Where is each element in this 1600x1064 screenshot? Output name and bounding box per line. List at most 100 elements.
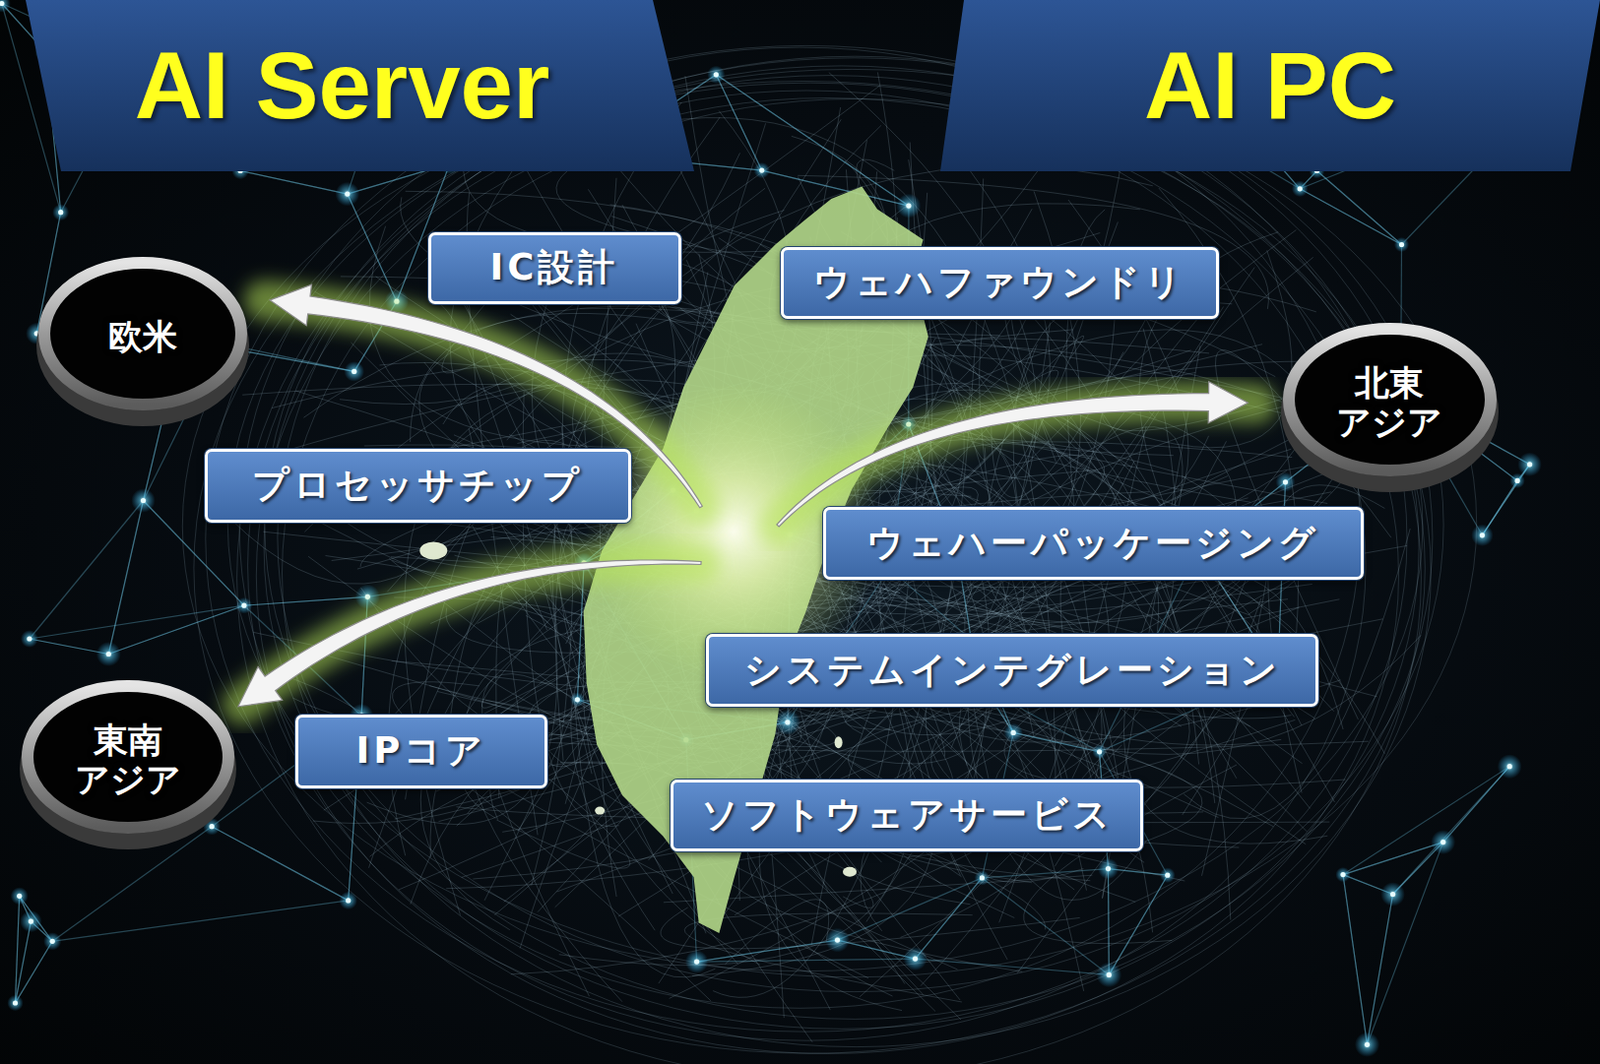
network-glow <box>1430 830 1456 855</box>
mesh-outline <box>248 90 1366 1041</box>
network-glow <box>1354 1032 1380 1058</box>
network-glow <box>1291 181 1309 198</box>
network-line <box>52 900 349 942</box>
industry-label: ウェハファウンドリ <box>813 260 1186 305</box>
network-glow <box>52 203 69 221</box>
industry-box: システムインテグレーション <box>705 634 1319 707</box>
industry-box: プロセッサチップ <box>204 448 632 523</box>
network-glow <box>1159 867 1176 884</box>
banner-title: AI PC <box>1144 33 1397 138</box>
network-dot <box>50 939 56 945</box>
mesh-strand <box>557 331 1391 893</box>
arrow-shape <box>776 382 1249 527</box>
network-dot <box>1399 242 1405 248</box>
network-line <box>240 171 348 195</box>
network-dot <box>1515 478 1521 484</box>
industry-box: IPコア <box>295 714 548 789</box>
network-line <box>1343 842 1444 876</box>
industry-box: ウェハファウンドリ <box>780 247 1219 320</box>
network-line <box>915 878 983 960</box>
network-line <box>1343 875 1368 1046</box>
title-banner: AI Server <box>25 0 695 172</box>
network-dot <box>1479 532 1485 538</box>
network-line <box>108 501 143 655</box>
network-glow <box>339 892 358 910</box>
network-line <box>1481 464 1530 536</box>
ring-rim <box>44 262 242 405</box>
industry-box: ソフトウェアサービス <box>670 779 1144 852</box>
network-dot <box>1297 186 1303 192</box>
network-glow <box>0 0 11 13</box>
small-island <box>419 541 448 560</box>
network-glow <box>343 361 365 383</box>
mesh-outline <box>182 80 1423 971</box>
network-line <box>244 596 368 606</box>
network-line <box>1443 767 1511 843</box>
network-line <box>1299 189 1402 246</box>
network-dot <box>1282 479 1288 485</box>
network-glow <box>1380 882 1406 907</box>
network-glow <box>1471 524 1493 547</box>
network-line <box>244 596 368 606</box>
industry-label: IPコア <box>356 729 488 773</box>
small-island <box>834 736 843 749</box>
network-dot <box>713 71 719 77</box>
network-dot <box>1527 461 1533 467</box>
network-glow <box>1394 237 1409 253</box>
mesh-outline <box>256 98 1399 1055</box>
industry-label: プロセッサチップ <box>252 463 583 508</box>
mesh-strand <box>446 719 1295 889</box>
network-line <box>108 605 245 654</box>
region-label: 北東 アジア <box>1315 363 1464 444</box>
banner-polygon <box>940 0 1600 172</box>
brain-mesh <box>182 45 1476 1064</box>
network-line <box>1299 189 1402 246</box>
mesh-outline <box>263 65 1419 1029</box>
network-line <box>1317 171 1403 246</box>
network-glow <box>96 641 122 667</box>
small-island <box>594 807 605 816</box>
mesh-strand <box>957 338 1210 360</box>
region-label: 欧米 <box>108 317 178 357</box>
network-line <box>15 921 32 1004</box>
network-dot <box>1340 872 1345 878</box>
network-dot <box>209 824 215 830</box>
industry-box: IC設計 <box>428 232 682 305</box>
network-dot <box>26 636 32 641</box>
network-line <box>240 171 348 195</box>
network-glow <box>335 182 361 207</box>
industry-label: ソフトウェアサービス <box>701 793 1114 837</box>
network-dot <box>1440 839 1446 845</box>
region-ring: 欧米 <box>35 250 251 424</box>
mesh-outline <box>239 47 1360 1009</box>
network-dot <box>12 1000 18 1006</box>
network-dot <box>28 919 34 925</box>
network-glow <box>43 932 62 951</box>
mesh-strand <box>725 899 830 965</box>
network-dot <box>834 938 840 944</box>
small-island <box>842 867 857 878</box>
network-line <box>1443 767 1511 843</box>
network-line <box>1317 171 1403 246</box>
network-dot <box>1364 1042 1370 1048</box>
network-line <box>108 501 143 655</box>
network-dot <box>344 192 350 197</box>
network-line <box>981 869 1108 879</box>
network-line <box>1481 464 1530 536</box>
network-glow <box>1497 754 1523 779</box>
region-label: 東南 アジア <box>54 720 202 801</box>
network-glow <box>6 995 23 1012</box>
network-dot <box>1507 764 1513 769</box>
industry-box: ウェハーパッケージング <box>823 507 1364 580</box>
region-ring: 北東 アジア <box>1280 316 1500 490</box>
network-glow <box>10 887 29 905</box>
network-glow <box>130 488 155 512</box>
banner-polygon <box>25 0 695 172</box>
network-dot <box>0 0 4 6</box>
network-glow <box>19 910 42 933</box>
industry-label: IC設計 <box>490 246 620 290</box>
network-line <box>108 605 245 654</box>
network-line <box>915 878 983 960</box>
